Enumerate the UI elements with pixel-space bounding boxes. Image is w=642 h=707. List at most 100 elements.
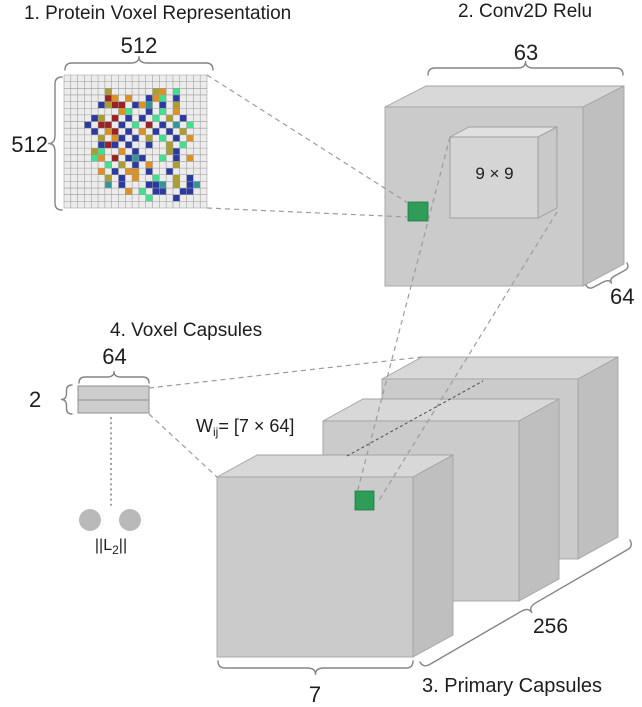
voxel-cell [118,134,126,142]
voxel-cell [159,181,167,189]
conv-depth-label: 64 [610,284,635,309]
voxel-cell [125,108,133,115]
weight-base: W [196,416,213,436]
voxel-cell [138,101,146,109]
voxel-cell [125,114,133,122]
voxel-cell [91,114,99,122]
voxel-cell [118,101,126,109]
voxel-capsule-bar [77,385,150,414]
voxel-cell [179,141,187,149]
voxel-cell [179,114,187,122]
voxel-cell [138,188,146,195]
step3-title: 3. Primary Capsules [422,675,603,697]
l2-norm-label: ||L2|| [88,537,134,557]
voxel-cell [138,154,146,162]
norm-circles [79,509,141,531]
voxel-cell [111,168,119,175]
norm-circle-left [79,509,101,531]
voxel-cell [104,141,112,149]
grid-height-label: 512 [11,132,48,157]
primary-depth-label: 256 [533,615,569,638]
voxel-cell [125,188,133,195]
voxel-cell [125,154,133,162]
voxel-cell [159,94,167,102]
voxel-cell [91,128,99,135]
voxel-cell [172,101,180,109]
voxel-cell [98,134,105,142]
primary-width-label: 7 [308,682,322,707]
norm-subscript: 2 [112,543,119,557]
voxel-cell [186,134,194,142]
voxel-cell [152,128,160,135]
step1-title: 1. Protein Voxel Representation [24,3,292,24]
dimension-braces [48,56,632,675]
stack-diagonal-line [346,380,484,457]
voxel-cell [166,141,173,149]
voxel-cell [132,134,139,142]
voxel-cell [118,121,126,129]
voxel-cell [145,141,153,149]
voxel-cell [104,94,112,102]
voxel-cell [159,134,167,142]
bar-to-front-cube-line [148,413,218,478]
voxel-cell [172,161,180,169]
step4-title: 4. Voxel Capsules [110,320,263,341]
voxel-cell [132,121,139,129]
voxel-cell [118,161,126,169]
voxel-cell [118,181,126,189]
voxel-cell [186,188,194,195]
voxel-cell [145,181,153,189]
conv-green-voxel [407,201,429,222]
weight-matrix-label: Wij= [7 × 64] [196,416,295,439]
voxel-cell [172,154,180,162]
voxel-cell [166,168,173,175]
weight-rest: = [7 × 64] [218,416,295,436]
voxel-cell [159,121,167,129]
brace-64-capsule [78,370,150,384]
voxel-cell [159,88,167,95]
voxel-cell [84,121,92,129]
voxel-cell [172,108,180,115]
voxel-cell [186,154,194,162]
voxel-cell [172,134,180,142]
voxel-cell [104,101,112,109]
conv-width-label: 63 [513,40,539,65]
voxel-cell [118,148,126,155]
voxel-cell [104,88,112,95]
voxel-cell [145,194,153,202]
voxel-cell [98,168,105,175]
voxel-cell [152,181,160,189]
voxel-cell [159,188,167,195]
voxel-cell [91,148,99,155]
voxel-cell [111,141,119,149]
voxel-cell [152,88,160,95]
voxel-cell [145,121,153,129]
voxel-cell [132,168,139,175]
voxel-cell [138,114,146,122]
brace-256 [419,539,632,667]
voxel-cell [145,101,153,109]
voxel-cell [118,174,126,182]
voxel-cell [118,108,126,115]
voxel-cell [132,148,139,155]
voxel-cell [98,121,105,129]
voxel-cell [166,114,173,122]
voxel-cell [159,154,167,162]
primary-capsule-front [216,454,454,658]
voxel-cell [179,128,187,135]
capsule-width-label: 64 [102,344,127,369]
brace-63 [427,61,624,76]
voxel-cell [132,161,139,169]
projection-lines [148,74,558,503]
voxel-cell [111,154,119,162]
grid-width-label: 512 [120,33,158,58]
grid-to-conv-upper-line [206,74,409,204]
step2-title: 2. Conv2D Relu [457,1,593,22]
voxel-cell [145,94,153,102]
voxel-cell [145,108,153,115]
voxel-cell [172,88,180,95]
capsule-height-label: 2 [29,387,42,412]
voxel-cell [111,94,119,102]
voxel-cell [159,108,167,115]
voxel-cell [125,94,133,102]
